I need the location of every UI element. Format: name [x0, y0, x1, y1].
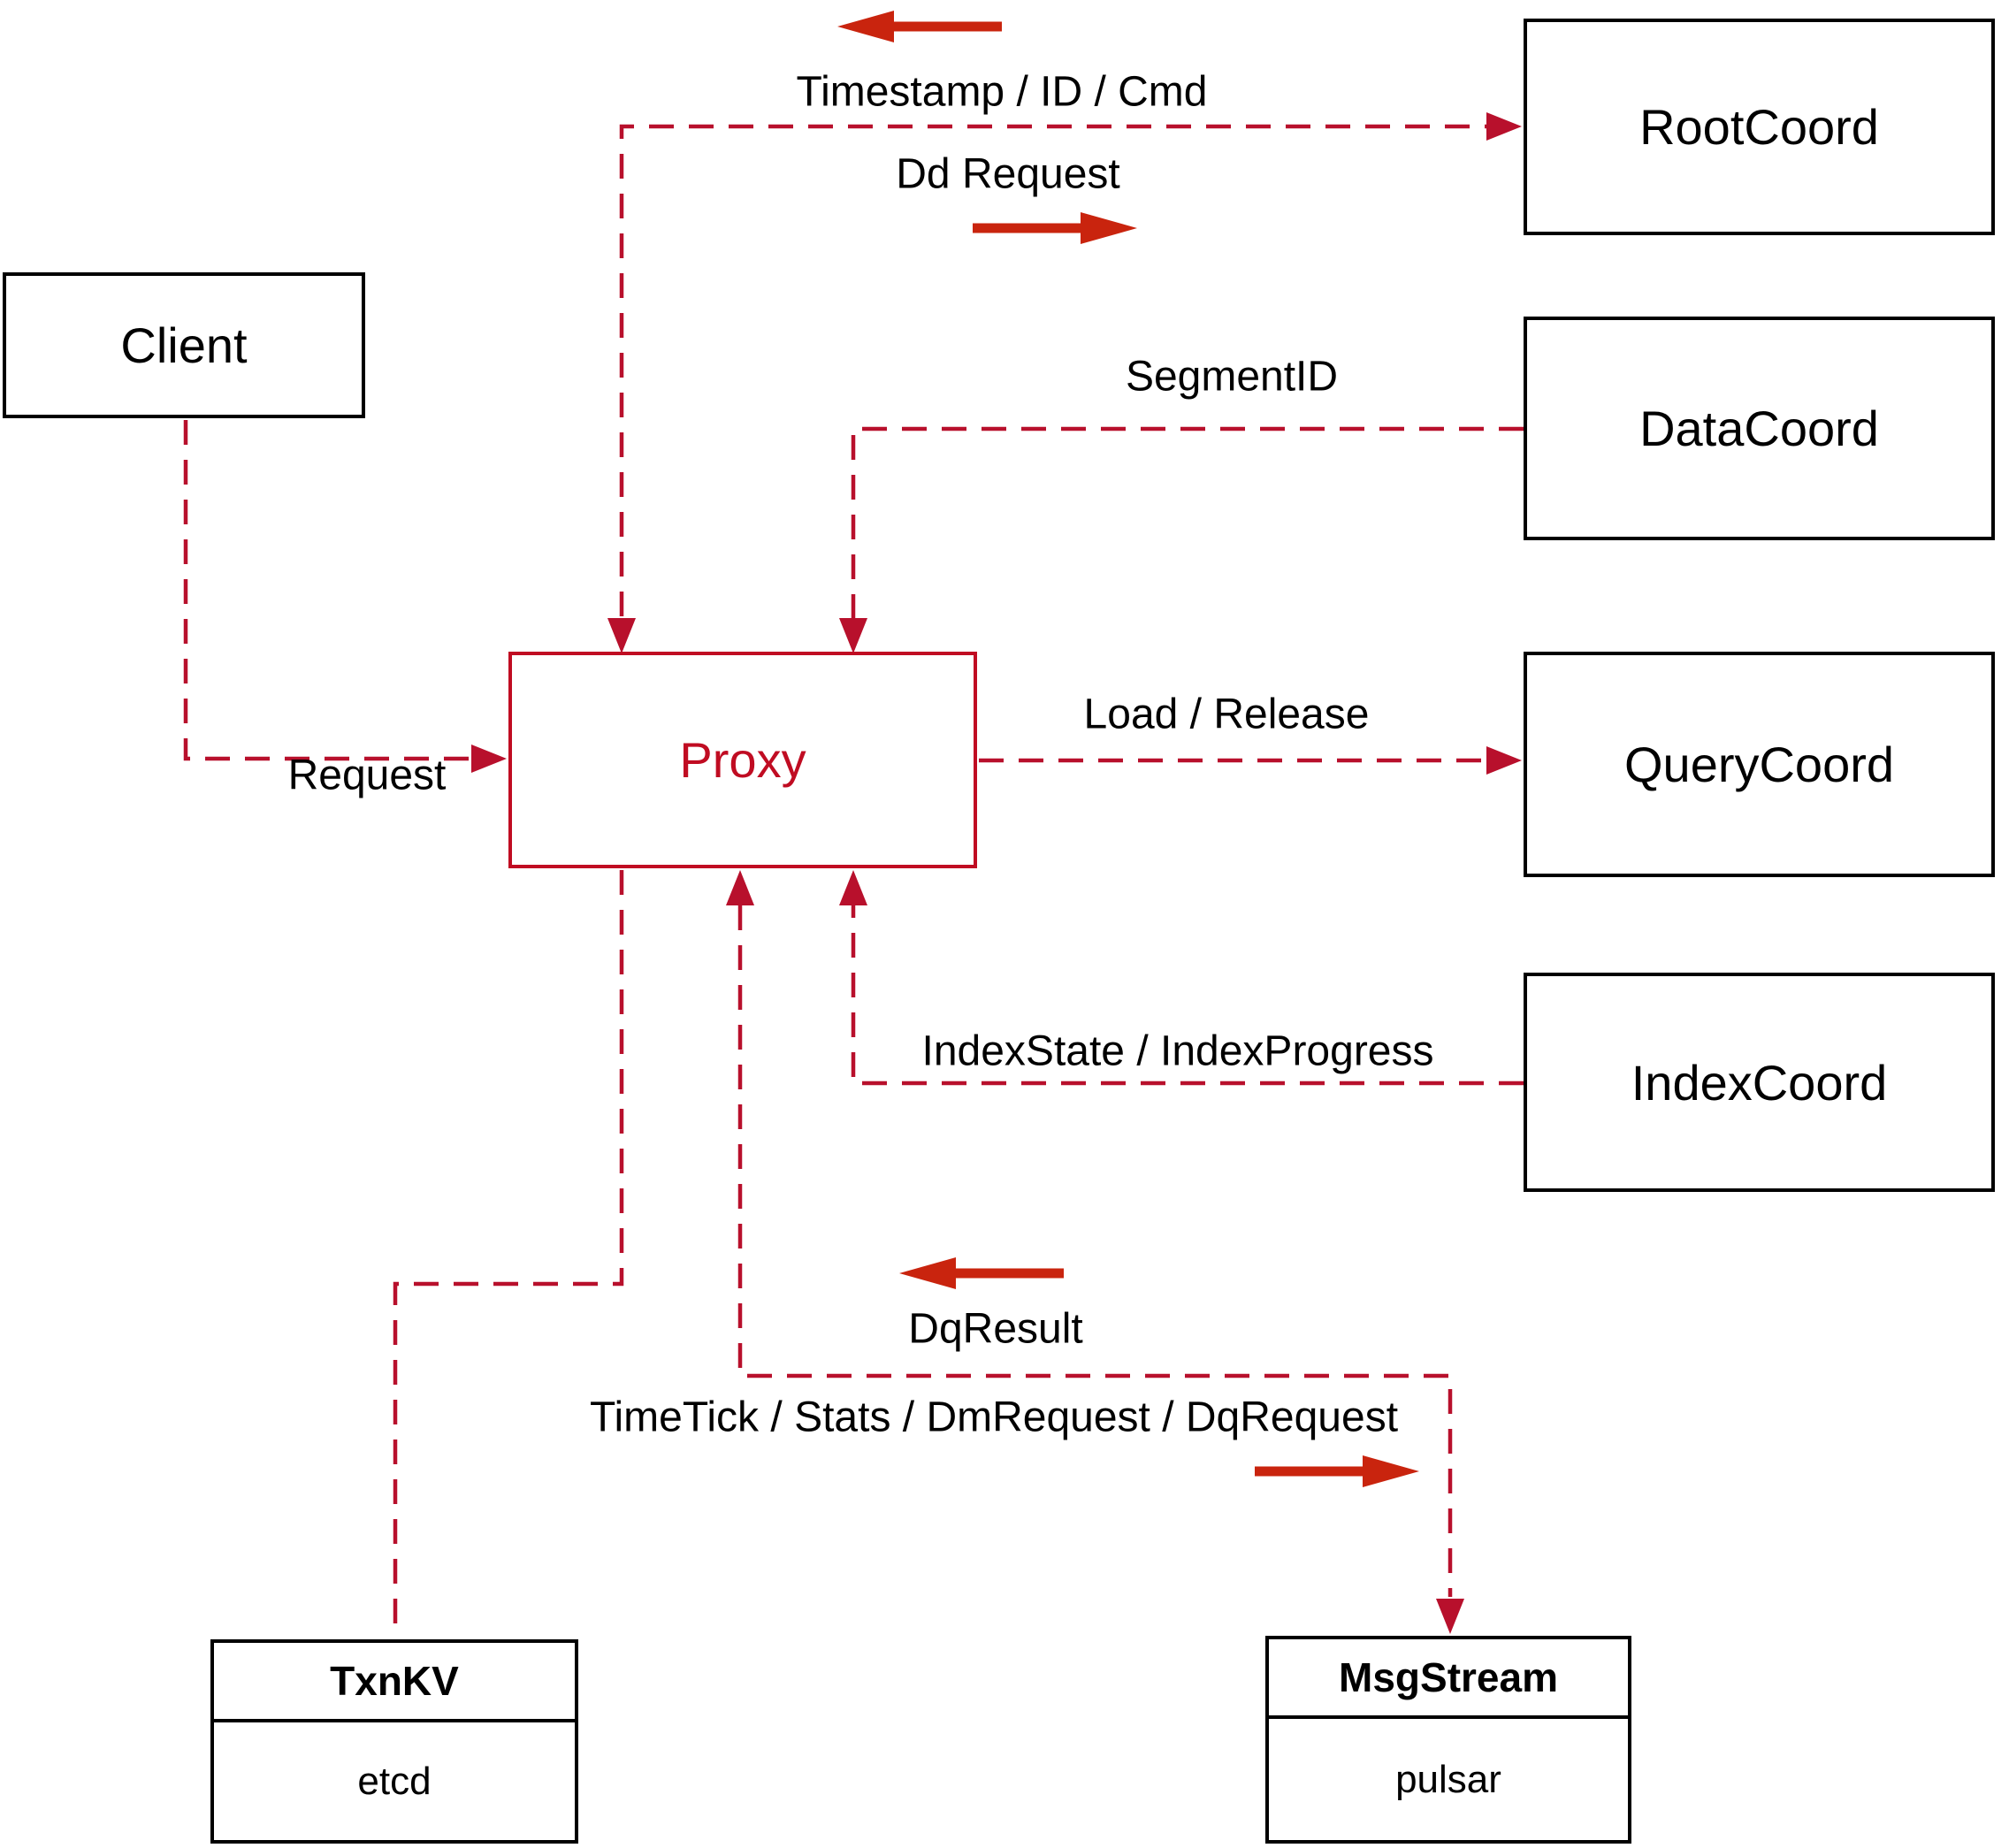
edge-label-index-state-progress: IndexState / IndexProgress [921, 1027, 1434, 1075]
arrowhead-into-proxy-top-left [607, 618, 636, 653]
connector-proxy-msgstream-path [737, 905, 1453, 1597]
node-rootcoord-label: RootCoord [1639, 99, 1879, 155]
node-txnkv: TxnKV etcd [210, 1639, 578, 1844]
arrowhead-into-querycoord [1486, 746, 1522, 775]
node-client: Client [3, 272, 365, 418]
node-querycoord-label: QueryCoord [1623, 737, 1895, 792]
node-msgstream-title: MsgStream [1269, 1639, 1628, 1719]
connector-proxy-txnkv-path [393, 870, 624, 1638]
node-proxy: Proxy [508, 652, 977, 868]
node-client-label: Client [120, 317, 248, 373]
flow-arrow-dq-result-head [899, 1257, 956, 1289]
node-rootcoord: RootCoord [1524, 19, 1995, 235]
flow-arrow-dd-request-head [1081, 212, 1137, 244]
arrowhead-into-rootcoord [1486, 112, 1522, 141]
connector-client-proxy-path [183, 420, 471, 761]
node-proxy-label: Proxy [679, 732, 806, 788]
connector-proxy-rootcoord-path [619, 124, 1486, 616]
flow-arrow-timestamp-head [837, 11, 894, 42]
connector-proxy-msgstream [726, 870, 1464, 1634]
arrowhead-into-proxy-bottom-right [839, 870, 867, 905]
node-txnkv-subtitle: etcd [357, 1759, 432, 1803]
edge-label-request: Request [287, 752, 447, 799]
connector-proxy-txnkv [393, 870, 624, 1638]
edge-label-dq-result: DqResult [908, 1305, 1083, 1353]
connector-indexcoord-proxy-path [851, 905, 1524, 1086]
node-indexcoord: IndexCoord [1524, 973, 1995, 1192]
edge-label-load-release: Load / Release [1083, 691, 1370, 738]
connector-proxy-rootcoord [607, 112, 1522, 653]
connector-client-proxy [183, 420, 507, 773]
connector-proxy-querycoord [979, 746, 1522, 775]
node-msgstream: MsgStream pulsar [1265, 1636, 1631, 1844]
connector-datacoord-proxy [839, 426, 1524, 653]
node-querycoord: QueryCoord [1524, 652, 1995, 877]
arrowhead-into-proxy-bottom-middle [726, 870, 754, 905]
node-indexcoord-label: IndexCoord [1631, 1054, 1888, 1111]
node-msgstream-subtitle: pulsar [1395, 1757, 1501, 1801]
flow-arrow-dq-result-left [899, 1257, 1064, 1289]
flow-arrow-timetick-right [1255, 1455, 1419, 1487]
connector-indexcoord-proxy [839, 870, 1524, 1086]
node-datacoord-label: DataCoord [1639, 401, 1879, 456]
arrowhead-into-proxy-left [471, 745, 507, 773]
edge-label-dd-request: Dd Request [896, 150, 1120, 198]
node-datacoord: DataCoord [1524, 317, 1995, 540]
node-txnkv-title: TxnKV [214, 1643, 575, 1722]
connector-datacoord-proxy-path [851, 426, 1524, 618]
edge-label-segment-id: SegmentID [1125, 353, 1339, 401]
flow-arrow-timetick-head [1363, 1455, 1419, 1487]
edge-label-timetick-stats-dmrequest-dqrequest: TimeTick / Stats / DmRequest / DqRequest [589, 1394, 1399, 1441]
arrowhead-into-proxy-top-right [839, 618, 867, 653]
flow-arrow-dd-request-right [973, 212, 1137, 244]
flow-arrow-timestamp-left [837, 11, 1002, 42]
edge-label-timestamp-id-cmd: Timestamp / ID / Cmd [796, 68, 1208, 116]
arrowhead-into-msgstream [1436, 1599, 1464, 1634]
